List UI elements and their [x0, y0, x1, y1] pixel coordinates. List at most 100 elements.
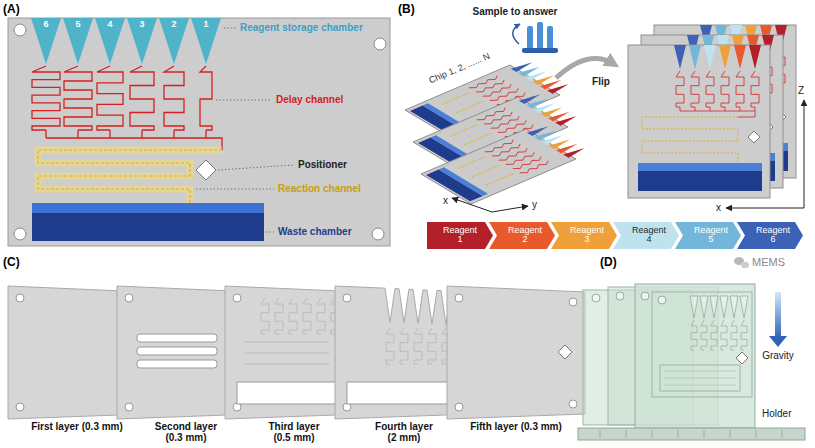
delay-channel — [721, 71, 729, 107]
reaction-channel — [442, 93, 469, 105]
reagent-chamber — [710, 296, 718, 318]
reaction-channel — [664, 371, 736, 372]
holder-slot — [782, 430, 783, 438]
leader-line — [196, 189, 274, 190]
delay-channel — [710, 107, 711, 111]
reagent-chamber — [690, 296, 698, 318]
reaction-channel — [486, 173, 513, 185]
part-name: Reagent storage chamber — [240, 22, 363, 34]
delay-channel — [701, 320, 707, 350]
delay-channel — [725, 107, 726, 111]
layer-name: Third layer (0.5 mm) — [248, 421, 340, 443]
holder-slot — [756, 430, 757, 438]
axis-label: x — [716, 202, 721, 214]
delay-channel — [695, 107, 696, 111]
part-name: Waste chamber — [278, 226, 352, 238]
leader-line — [224, 28, 236, 29]
delay-channel — [32, 66, 60, 130]
channel-cutout — [428, 328, 436, 364]
process-note: Flip — [592, 76, 610, 88]
delay-channel — [141, 130, 142, 138]
layer-plate — [447, 286, 585, 419]
channel-cutout — [275, 298, 283, 334]
chip-body — [628, 45, 770, 198]
watermark: MEMS — [752, 256, 785, 269]
reaction-channel — [456, 101, 483, 113]
delay-channel — [130, 66, 154, 130]
watermark-icon — [741, 262, 749, 268]
channel-cutout — [289, 298, 297, 334]
part-name: Delay channel — [276, 94, 343, 106]
delay-channel — [485, 140, 513, 152]
pipette-icon — [547, 26, 553, 50]
positioner — [748, 131, 760, 143]
holder-slot — [626, 430, 627, 438]
reagent-step-chevron-shape — [675, 222, 741, 249]
alignment-hole — [616, 292, 624, 300]
step-label: Reagent 4 — [630, 226, 668, 245]
holder — [578, 428, 805, 440]
chip-body — [8, 18, 390, 246]
axis-arrow — [452, 198, 492, 212]
reagent-step-chevron-shape — [613, 222, 679, 249]
reaction-channel — [450, 125, 477, 137]
delay-channel — [97, 66, 123, 130]
reagent-step-chevron: Reagent 4 — [613, 222, 679, 249]
leader-line — [218, 165, 294, 170]
callout-number: 2 — [171, 20, 176, 29]
step-label: Reagent 1 — [441, 226, 479, 245]
delay-channel — [676, 71, 684, 107]
delay-channel — [164, 66, 184, 130]
alignment-hole — [16, 294, 24, 302]
step-label: Reagent 6 — [754, 226, 792, 245]
process-note: Sample to answer — [472, 6, 557, 18]
reaction-channel — [664, 378, 736, 379]
alignment-hole — [374, 38, 386, 50]
axis-arrow — [804, 100, 805, 208]
holder-slot — [704, 430, 705, 438]
part-name: Gravity — [762, 350, 794, 362]
reagent-step-chevron-shape — [489, 222, 555, 249]
delay-channel — [731, 320, 737, 350]
callout-number: 1 — [203, 20, 208, 29]
leader-line — [216, 100, 272, 101]
reaction-channel — [464, 133, 491, 145]
delay-channel — [491, 116, 519, 128]
reagent-chamber — [563, 148, 585, 158]
channel-cutout — [386, 328, 394, 364]
callout-number: 5 — [75, 20, 80, 29]
holder-slot — [652, 430, 653, 438]
step-label: Reagent 5 — [692, 226, 730, 245]
leader-line — [266, 232, 274, 233]
chip-body — [421, 129, 576, 204]
delay-channel — [721, 320, 727, 350]
delay-channel — [751, 71, 759, 107]
delay-channel — [45, 130, 46, 138]
reaction-channel — [642, 117, 738, 163]
reagent-storage-chamber-shape — [63, 18, 93, 64]
reaction-channel — [38, 150, 222, 203]
layer-name: Second layer (0.3 mm) — [140, 421, 232, 443]
alignment-hole — [641, 292, 649, 300]
delay-channel — [477, 108, 505, 120]
layer-name: First layer (0.3 mm) — [31, 421, 123, 432]
delay-channel — [691, 71, 699, 107]
reagent-storage-chamber: 5 — [63, 18, 93, 64]
delay-channel — [711, 320, 717, 350]
delay-channel — [469, 76, 497, 88]
alignment-hole — [233, 294, 241, 302]
step-label: Reagent 3 — [568, 226, 606, 245]
delay-channel — [691, 320, 697, 350]
reagent-step-chevron: Reagent 6 — [737, 222, 803, 249]
reagent-storage-chamber-shape — [159, 18, 189, 64]
delay-channel — [736, 71, 744, 107]
callout-number: 3 — [139, 20, 144, 29]
delay-channel — [484, 112, 512, 124]
layer-name: Fifth layer (0.3 mm) — [470, 421, 562, 432]
reagent-storage-chamber: 1 — [191, 18, 221, 64]
positioner-cutout — [558, 345, 572, 359]
delay-channel — [109, 130, 110, 138]
delay-channel — [205, 130, 206, 138]
delay-channel — [483, 84, 511, 96]
delay-channel — [680, 111, 755, 117]
